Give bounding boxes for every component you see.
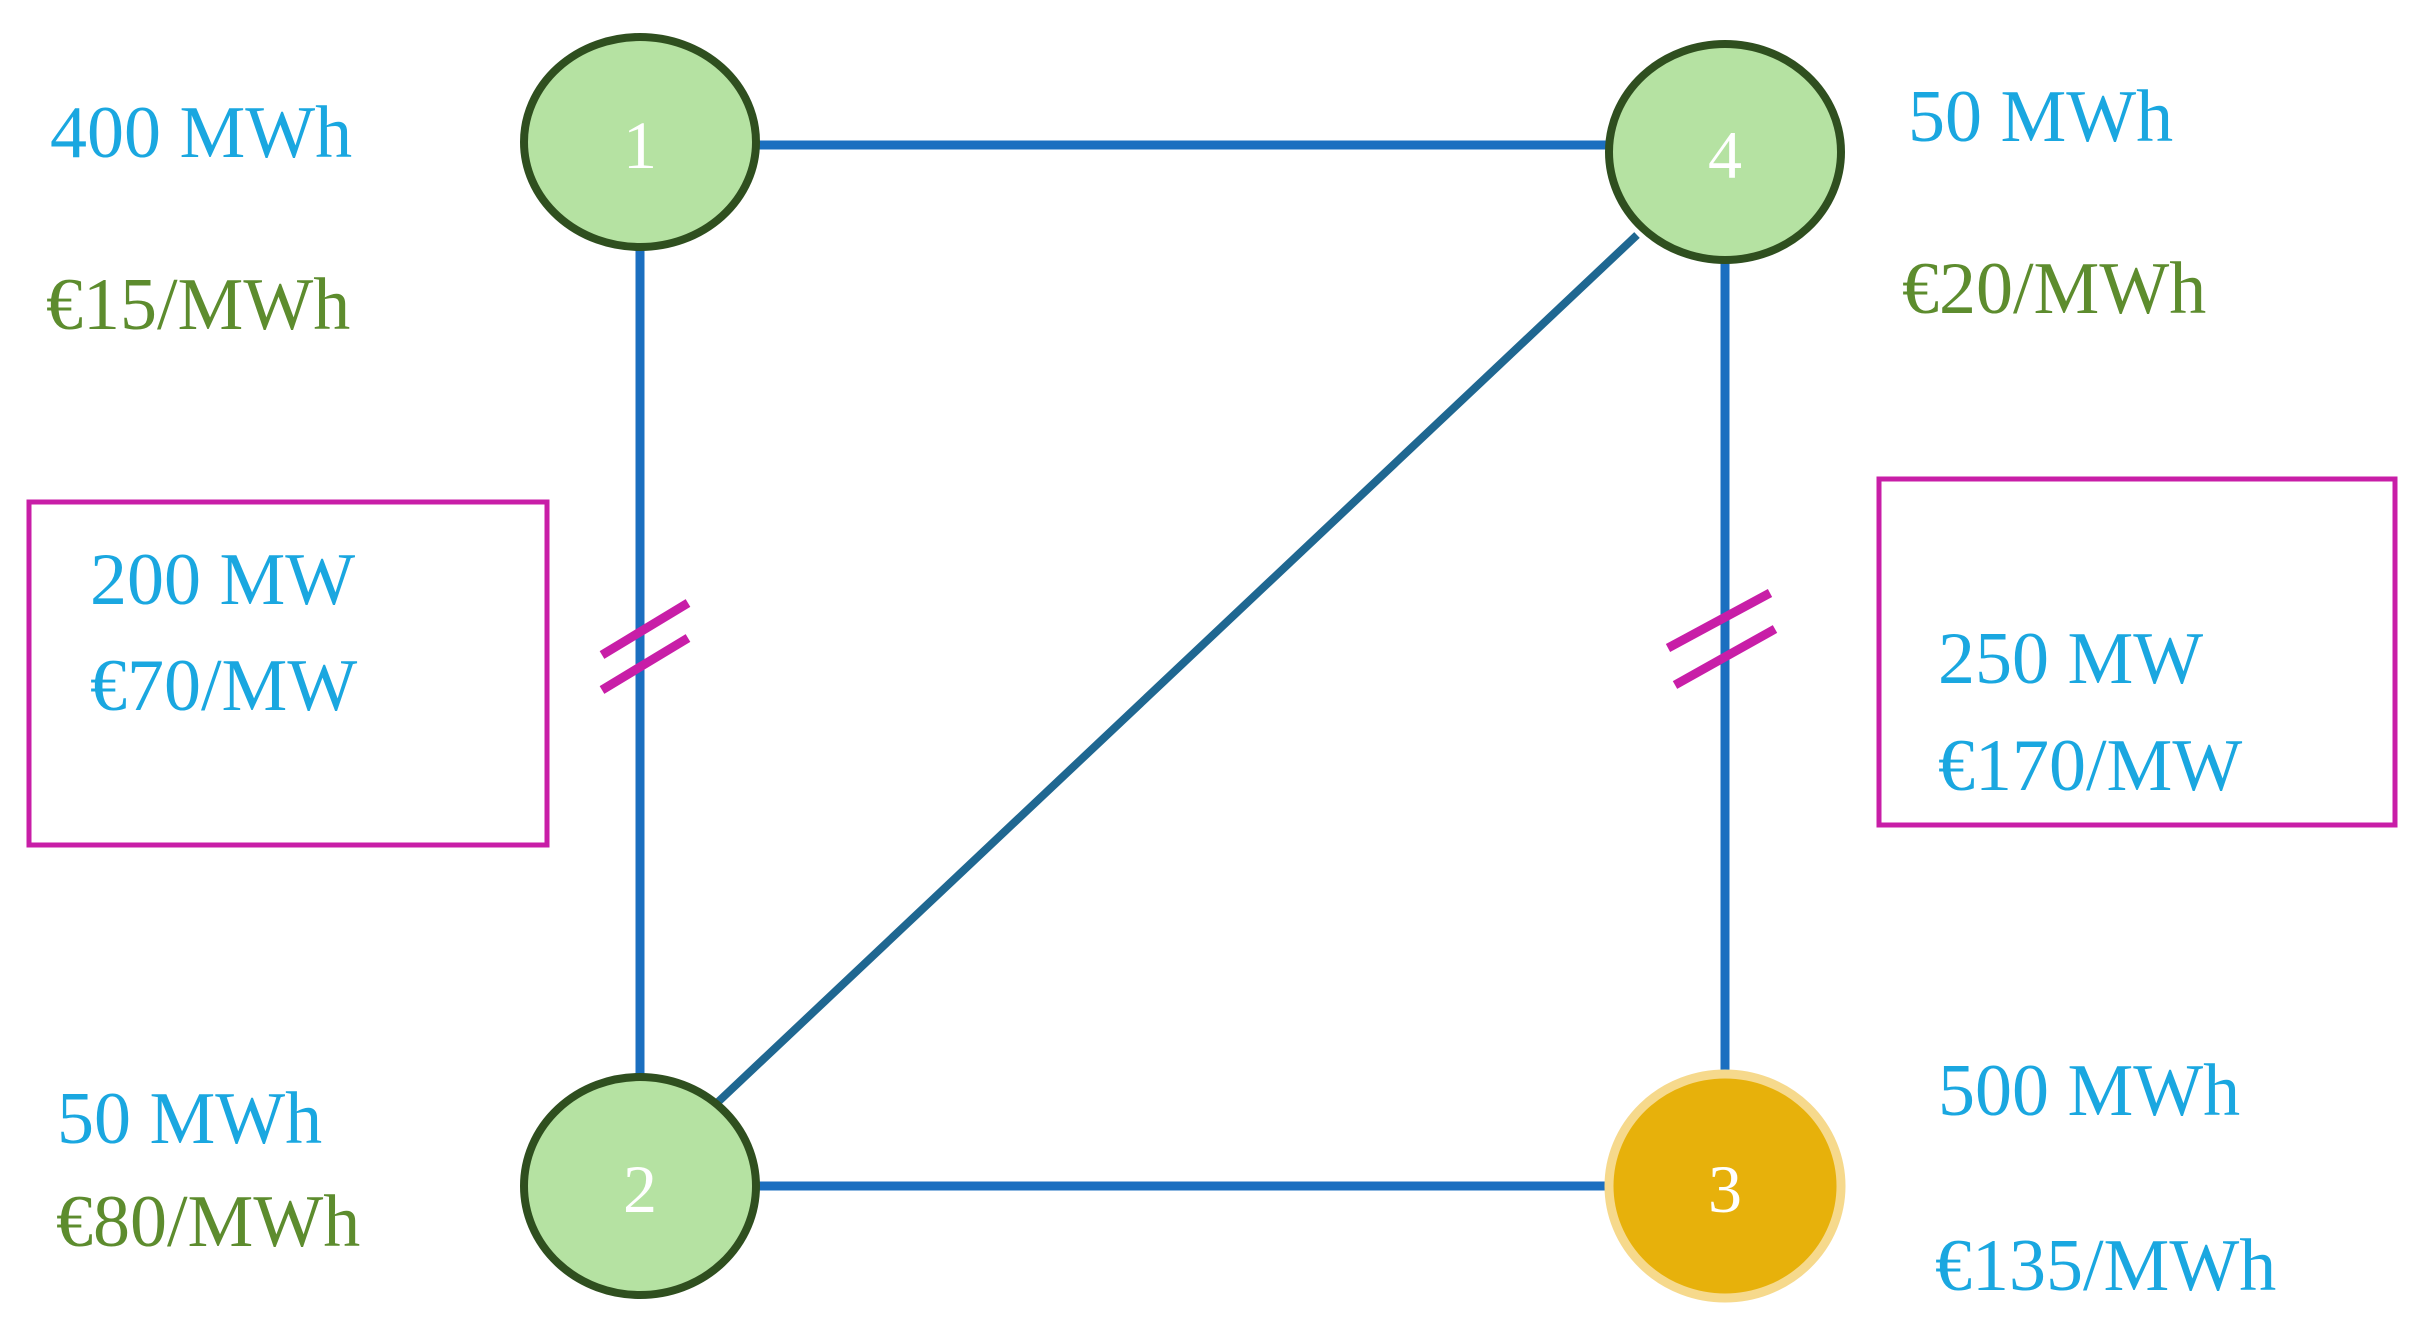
capacity-box-left xyxy=(26,499,550,848)
node-4-energy: 50 MWh xyxy=(1908,76,2173,158)
node-1: 1 xyxy=(520,33,760,251)
node-1-energy: 400 MWh xyxy=(50,92,352,174)
node-2-price: €80/MWh xyxy=(56,1181,360,1263)
edges xyxy=(635,140,1730,1191)
node-3-price: €135/MWh xyxy=(1935,1225,2276,1307)
node-2-energy: 50 MWh xyxy=(57,1078,322,1160)
node-4: 4 xyxy=(1605,40,1845,264)
box-right-capacity: 250 MW xyxy=(1938,618,2203,700)
break-mark-right xyxy=(1665,589,1778,689)
node-2-circle xyxy=(520,1073,760,1299)
node-3-circle xyxy=(1604,1069,1846,1303)
node-4-price: €20/MWh xyxy=(1902,248,2206,330)
node-1-label: 1 xyxy=(623,107,657,183)
node-3-energy: 500 MWh xyxy=(1938,1050,2240,1132)
node-2: 2 xyxy=(520,1073,760,1299)
box-left-price: €70/MW xyxy=(90,645,357,727)
node-3: 3 xyxy=(1604,1069,1846,1303)
node-1-circle xyxy=(520,33,760,251)
node-3-label: 3 xyxy=(1708,1151,1742,1227)
edge-2-4 xyxy=(715,232,1640,1105)
node-4-circle xyxy=(1605,40,1845,264)
box-left-capacity: 200 MW xyxy=(90,539,355,621)
node-1-price: €15/MWh xyxy=(46,264,350,346)
box-right-price: €170/MW xyxy=(1938,725,2242,807)
node-4-label: 4 xyxy=(1708,117,1742,193)
capacity-box-right xyxy=(1876,476,2398,828)
break-mark-left xyxy=(599,599,691,694)
node-2-label: 2 xyxy=(623,1151,657,1227)
